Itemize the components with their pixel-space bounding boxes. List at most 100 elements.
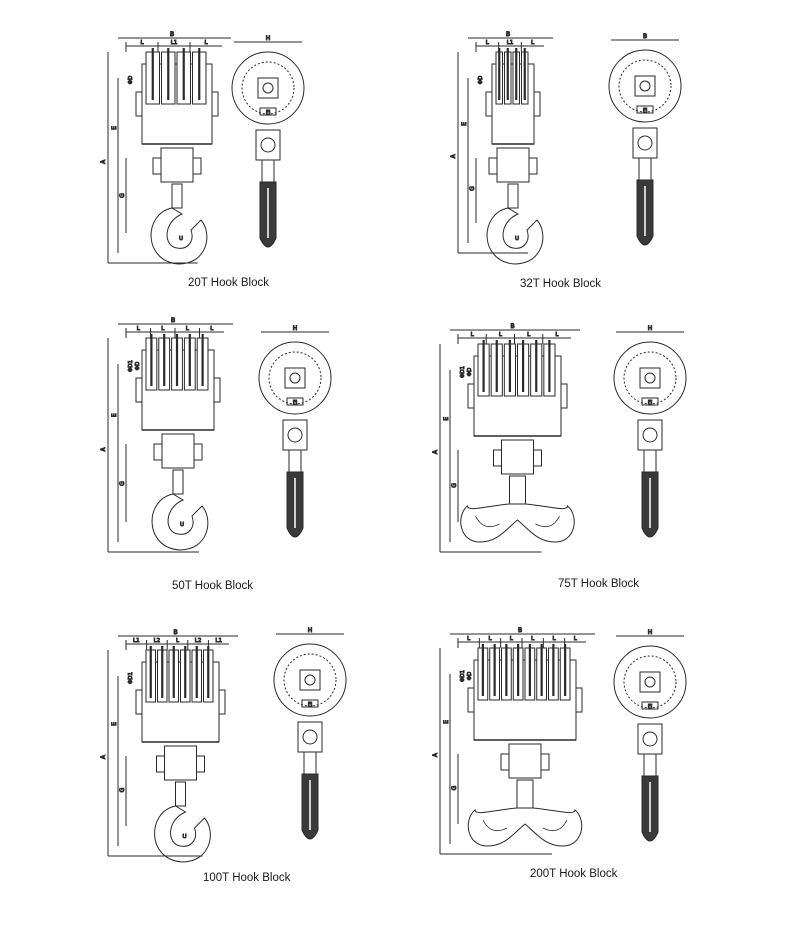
dimension-label-a: A	[100, 754, 107, 759]
crosshead	[508, 743, 542, 779]
dimension-label-a: A	[432, 449, 439, 454]
dimension-label-g: G	[451, 483, 458, 488]
side-plate-left	[485, 91, 493, 117]
nameplate-text: FJ	[648, 400, 652, 406]
hook-neck	[261, 159, 275, 183]
nameplate	[641, 701, 659, 710]
side-plate-right	[218, 689, 226, 715]
dimension-label-g: G	[469, 186, 476, 191]
dimension-label-diameter: ΦD1	[128, 672, 134, 684]
dimension-label-diameter: ΦD	[478, 76, 484, 85]
sheave-outer	[608, 49, 682, 123]
dimension-label-h: H	[308, 627, 313, 634]
dimension-label-l: L	[527, 332, 531, 338]
side-view: BFJ	[608, 33, 682, 246]
side-view: HFJ	[258, 325, 332, 538]
hook-shank	[516, 779, 534, 809]
side-plate-right	[560, 383, 568, 409]
trunnion-right	[540, 753, 550, 771]
sheave-outer	[258, 341, 332, 415]
dimension-label-g: G	[119, 193, 126, 198]
hook-detail	[542, 819, 568, 832]
trunnion-right	[193, 443, 203, 461]
dimension-label-l: L1	[171, 40, 178, 46]
dimension-label-a: A	[450, 153, 457, 158]
dimension-label-l: L2	[195, 638, 202, 644]
trunnion-pin	[642, 427, 658, 443]
caption-100t: 100T Hook Block	[203, 872, 291, 884]
sheave-groove	[618, 59, 672, 113]
axle	[304, 674, 316, 686]
dimension-label-a: A	[432, 752, 439, 757]
dimension-label-e: E	[111, 126, 118, 130]
hook-detail	[535, 515, 560, 528]
trunnion-right	[196, 755, 205, 773]
dimension-label-h: H	[293, 325, 298, 332]
dimension-label-b: B	[510, 323, 514, 330]
dimension-label-l: L	[204, 40, 208, 46]
dimension-label-b: B	[171, 317, 175, 324]
dimension-label-diameter: ΦD	[467, 368, 473, 377]
caption-75t: 75T Hook Block	[558, 578, 639, 590]
dimension-label-l: L1	[133, 638, 140, 644]
sheave-groove	[268, 351, 322, 405]
dimension-label-l: L	[574, 636, 578, 642]
crosshead	[160, 147, 194, 183]
side-plate-right	[213, 377, 221, 403]
dimension-label-a: A	[100, 159, 107, 164]
dimension-label-e: E	[111, 722, 118, 726]
side-view: HFJ	[613, 629, 687, 842]
dimension-label-e: E	[461, 122, 468, 126]
dimension-label-l: L	[499, 332, 503, 338]
dimension-label-h: B	[643, 33, 647, 40]
trunnion-left	[156, 755, 165, 773]
sheave-groove	[623, 351, 677, 405]
dimension-label-l: L	[176, 638, 180, 644]
nameplate-text: FJ	[648, 704, 652, 710]
side-plate-left	[467, 383, 475, 409]
crosshead	[496, 147, 530, 183]
dimension-label-l: L	[531, 40, 535, 46]
dimension-label-e: E	[443, 720, 450, 724]
nameplate	[259, 107, 277, 116]
single-hook	[151, 493, 209, 551]
dimension-label-h: H	[648, 325, 653, 332]
dimension-label-b: B	[173, 629, 177, 636]
trunnion-pin	[260, 137, 276, 153]
dimension-label-diameter: ΦD	[135, 362, 141, 371]
dimension-label-l: L1	[507, 40, 514, 46]
hook-shank	[175, 781, 186, 807]
sheave-outer	[273, 643, 347, 717]
side-plate-right	[211, 91, 219, 117]
dimension-label-l: L	[140, 40, 144, 46]
hook-neck	[638, 157, 652, 181]
sheave-outer	[231, 51, 305, 125]
dimension-label-u: U	[182, 834, 186, 840]
dimension-label-b: B	[506, 31, 510, 38]
side-view: H FJ	[613, 325, 687, 538]
single-hook	[150, 207, 208, 265]
trunnion-pin	[287, 427, 303, 443]
caption-20t: 20T Hook Block	[188, 277, 269, 289]
nameplate-text: FJ	[308, 702, 312, 708]
dimension-label-h: H	[266, 35, 271, 42]
side-plate-right	[533, 91, 541, 117]
caption-32t: 32T Hook Block	[520, 278, 601, 290]
side-plate-left	[467, 687, 475, 713]
dimension-label-b: B	[170, 31, 174, 38]
trunnion-pin	[642, 731, 658, 747]
dimension-label-diameter: ΦD	[128, 76, 134, 85]
dimension-label-l: L	[555, 332, 559, 338]
dimension-label-l: L	[210, 326, 214, 332]
ramshorn-hook	[467, 807, 583, 847]
